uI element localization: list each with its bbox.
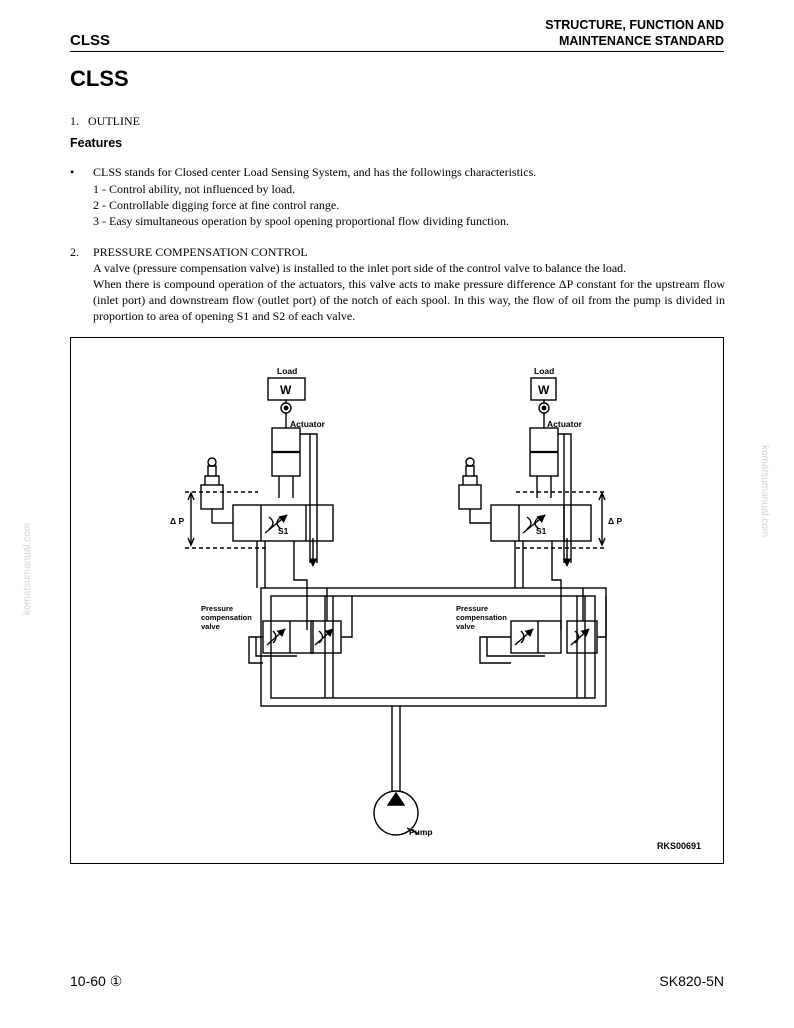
pressure-comp-number: 2. bbox=[70, 245, 79, 259]
pressure-comp-body: A valve (pressure compensation valve) is… bbox=[93, 260, 725, 324]
header-chapter-title: STRUCTURE, FUNCTION AND MAINTENANCE STAN… bbox=[545, 17, 724, 49]
watermark-left: komatsumanual.com bbox=[22, 522, 33, 615]
right-pilot-link bbox=[469, 509, 491, 524]
right-pcv-pilot bbox=[479, 636, 511, 664]
pump-label: Pump bbox=[409, 827, 433, 837]
right-load-label: Load bbox=[534, 366, 554, 376]
pressure-comp-title: PRESSURE COMPENSATION CONTROL bbox=[93, 245, 308, 259]
left-pilot-box bbox=[200, 484, 224, 510]
right-load-eye-dot bbox=[541, 405, 547, 411]
left-pcv-check bbox=[310, 620, 342, 654]
left-load-label: Load bbox=[277, 366, 297, 376]
right-weight-label: W bbox=[538, 383, 550, 397]
feature-item-2: 2 - Controllable digging force at fine c… bbox=[93, 198, 340, 212]
right-dp-arrow-down bbox=[598, 537, 606, 547]
pump-triangle-icon bbox=[386, 791, 406, 806]
features-heading: Features bbox=[70, 136, 123, 150]
right-pcv-line bbox=[551, 541, 562, 630]
outline-number: 1. bbox=[70, 114, 79, 128]
figure-ref-code: RKS00691 bbox=[657, 841, 701, 851]
right-pcv-label-2: compensation bbox=[456, 613, 507, 622]
left-actuator-label: Actuator bbox=[290, 419, 326, 429]
right-pilot-knob bbox=[465, 457, 475, 467]
left-pcv-line bbox=[293, 541, 308, 630]
pressure-comp-line1: A valve (pressure compensation valve) is… bbox=[93, 261, 627, 275]
right-check-orifice bbox=[574, 630, 580, 644]
right-circuit bbox=[458, 377, 607, 664]
right-return-line bbox=[558, 433, 572, 563]
right-pilot-body bbox=[462, 475, 478, 485]
left-pcv-pilot-2 bbox=[255, 637, 297, 657]
left-check-return bbox=[341, 596, 353, 638]
left-dp-arrow-up bbox=[187, 491, 195, 501]
left-pilot-stem bbox=[207, 465, 217, 476]
right-pilot-box bbox=[458, 484, 482, 510]
hydraulic-circuit-svg: Load W Actuator Δ P S1 Pressure compensa… bbox=[170, 366, 701, 851]
left-pcv-label-2: compensation bbox=[201, 613, 252, 622]
header-rule bbox=[70, 51, 724, 52]
left-circuit bbox=[185, 377, 353, 664]
right-check-arrow bbox=[570, 628, 590, 646]
pump-circle bbox=[373, 790, 419, 836]
main-gallery-outer bbox=[260, 587, 607, 707]
right-variable-arrow bbox=[522, 514, 546, 534]
left-check-arrow bbox=[314, 628, 334, 646]
footer-model-code: SK820-5N bbox=[659, 973, 724, 989]
main-pump-lines bbox=[260, 587, 607, 791]
feature-item-1: 1 - Control ability, not influenced by l… bbox=[93, 182, 296, 196]
left-dp-label: Δ P bbox=[170, 516, 184, 526]
left-dp-arrow-down bbox=[187, 537, 195, 547]
header-chapter-line1: STRUCTURE, FUNCTION AND bbox=[545, 18, 724, 32]
outline-heading: 1. OUTLINE bbox=[70, 113, 725, 129]
clss-hydraulic-diagram: Load W Actuator Δ P S1 Pressure compensa… bbox=[70, 337, 724, 864]
footer-page-number: 10-60 ① bbox=[70, 973, 123, 989]
right-actuator-label: Actuator bbox=[547, 419, 583, 429]
outline-title: OUTLINE bbox=[88, 114, 140, 128]
pressure-comp-line2: When there is compound operation of the … bbox=[93, 277, 725, 323]
header-chapter-line2: MAINTENANCE STANDARD bbox=[558, 34, 724, 48]
right-dp-label: Δ P bbox=[608, 516, 622, 526]
main-gallery-inner bbox=[270, 595, 596, 699]
right-pcv-label-1: Pressure bbox=[456, 604, 488, 613]
feature-item-3: 3 - Easy simultaneous operation by spool… bbox=[93, 214, 509, 228]
bullet-mark: • bbox=[70, 165, 75, 179]
left-pcv-arrow bbox=[266, 628, 286, 646]
right-pcv-label-3: valve bbox=[456, 622, 475, 631]
pump-leader bbox=[406, 827, 420, 835]
right-pcv-check bbox=[566, 620, 598, 654]
bullet-text: CLSS stands for Closed center Load Sensi… bbox=[93, 165, 537, 179]
watermark-right: komatsumanual.com bbox=[759, 445, 770, 538]
right-dp-arrow-up bbox=[598, 491, 606, 501]
right-s1-label: S1 bbox=[536, 526, 547, 536]
left-weight-label: W bbox=[280, 383, 292, 397]
left-pcv-label-3: valve bbox=[201, 622, 220, 631]
left-check-orifice bbox=[318, 630, 324, 644]
right-pcv-pilot-2 bbox=[486, 637, 545, 657]
right-pilot-stem bbox=[465, 465, 475, 476]
right-pcv-body bbox=[510, 620, 562, 654]
right-pcv-arrow bbox=[514, 628, 534, 646]
left-load-eye-dot bbox=[283, 405, 289, 411]
page-title: CLSS bbox=[70, 66, 129, 91]
header-section-label: CLSS bbox=[70, 32, 111, 49]
right-check-return bbox=[597, 596, 607, 638]
left-s1-label: S1 bbox=[278, 526, 289, 536]
left-variable-arrow bbox=[264, 514, 288, 534]
left-pcv-label-1: Pressure bbox=[201, 604, 233, 613]
left-pilot-knob bbox=[207, 457, 217, 467]
left-pilot-body bbox=[204, 475, 220, 485]
left-return-line bbox=[300, 433, 318, 563]
pump bbox=[373, 790, 420, 836]
